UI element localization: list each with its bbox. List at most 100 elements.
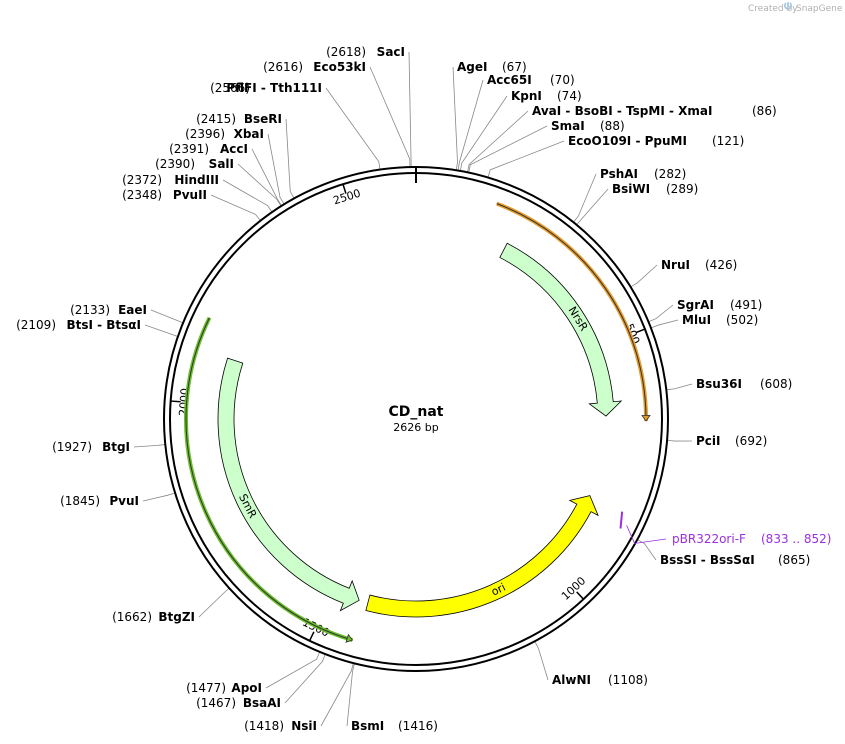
credit-app: SnapGene (796, 4, 843, 14)
site-position: (2566) (210, 81, 250, 95)
site-leader (648, 304, 674, 323)
site-position: (88) (600, 119, 625, 133)
site-position: (2390) (155, 157, 195, 171)
site-name: AccI (220, 142, 248, 156)
site-labels: SacI(2618)Eco53kI(2616)PflFI - Tth111I(2… (16, 45, 810, 733)
site-name: PflFI - Tth111I (226, 81, 322, 95)
site-leader (459, 95, 508, 172)
site-leader (573, 173, 597, 223)
site-name: KpnI (511, 89, 542, 103)
site-position: (2372) (122, 173, 162, 187)
site-position: (491) (730, 298, 762, 312)
site-name: SmaI (551, 119, 585, 133)
site-name: Bsu36I (696, 377, 742, 391)
primer-range: (833 .. 852) (761, 532, 831, 546)
site-leader (369, 66, 411, 168)
orf-arc-core (496, 203, 647, 421)
site-position: (1467) (196, 696, 236, 710)
backbone-tick-label: 2500 (332, 187, 363, 208)
site-name: EaeI (118, 303, 147, 317)
site-position: (86) (752, 104, 777, 118)
site-leader (467, 110, 529, 173)
site-name: SalI (209, 157, 234, 171)
site-position: (67) (502, 60, 527, 74)
site-leader (150, 309, 184, 324)
primer-label: pBR322ori-F (672, 532, 746, 546)
site-leader (320, 662, 354, 727)
site-leader (237, 163, 282, 207)
site-position: (74) (557, 89, 582, 103)
backbone-tick (576, 591, 585, 600)
site-name: NsiI (291, 719, 317, 733)
site-name: NruI (661, 258, 690, 272)
site-name: PvuII (173, 188, 207, 202)
site-name: BtgZI (158, 610, 195, 624)
site-position: (70) (550, 73, 575, 87)
site-position: (289) (666, 182, 698, 196)
site-name: Acc65I (487, 73, 532, 87)
snapgene-logo-icon (784, 2, 792, 10)
site-leader (650, 319, 679, 329)
site-name: AvaI - BsoBI - TspMI - XmaI (532, 104, 712, 118)
site-position: (2348) (122, 188, 162, 202)
site-leader (133, 444, 166, 448)
site-leader (346, 663, 355, 727)
site-name: SgrAI (677, 298, 714, 312)
site-position: (2616) (263, 60, 303, 74)
site-name: BsmI (351, 719, 384, 733)
site-name: XbaI (234, 127, 264, 141)
site-leader (457, 79, 484, 171)
site-name: ApoI (231, 681, 262, 695)
site-leader (487, 140, 565, 178)
site-position: (1662) (112, 610, 152, 624)
site-name: MluI (682, 313, 711, 327)
primer-leader (626, 525, 667, 544)
site-position: (1477) (186, 681, 226, 695)
site-name: AlwNI (552, 673, 591, 687)
site-position: (2396) (185, 127, 225, 141)
site-position: (426) (705, 258, 737, 272)
site-position: (1845) (60, 494, 100, 508)
orf-arrowhead (345, 633, 354, 643)
site-position: (692) (735, 434, 767, 448)
site-name: AgeI (457, 60, 487, 74)
backbone-tick (170, 400, 181, 403)
site-position: (2391) (169, 142, 209, 156)
site-position: (865) (778, 553, 810, 567)
site-name: BsaAI (243, 696, 281, 710)
orf-arc-core (185, 317, 353, 641)
site-leader (144, 324, 179, 337)
plasmid-length: 2626 bp (393, 421, 438, 434)
site-leader (637, 539, 657, 561)
site-leader (142, 492, 176, 502)
feature-arrow-nrsr (499, 242, 623, 417)
site-name: PshAI (600, 167, 638, 181)
site-leader (576, 188, 609, 226)
site-name: HindIII (174, 173, 219, 187)
site-position: (1927) (52, 440, 92, 454)
plasmid-name: CD_nat (388, 404, 443, 420)
site-leader (408, 51, 412, 168)
site-name: BtgI (102, 440, 130, 454)
backbone-tick (308, 631, 315, 642)
site-leader (468, 125, 548, 173)
site-name: BtsI - BtsαI (66, 318, 141, 332)
site-name: PciI (696, 434, 721, 448)
site-name: BsiWI (612, 182, 650, 196)
site-name: SacI (377, 45, 405, 59)
site-leader (452, 66, 458, 171)
site-leader (630, 264, 658, 288)
site-name: BssSI - BssSαI (660, 553, 755, 567)
site-name: PvuI (109, 494, 139, 508)
site-position: (1418) (244, 719, 284, 733)
site-position: (1108) (608, 673, 648, 687)
site-leader (667, 439, 693, 442)
site-position: (2415) (196, 112, 236, 126)
site-name: BseRI (244, 112, 282, 126)
site-leader (666, 383, 693, 391)
site-leader-lines (133, 51, 693, 727)
site-leader (222, 179, 273, 213)
site-position: (2133) (70, 303, 110, 317)
